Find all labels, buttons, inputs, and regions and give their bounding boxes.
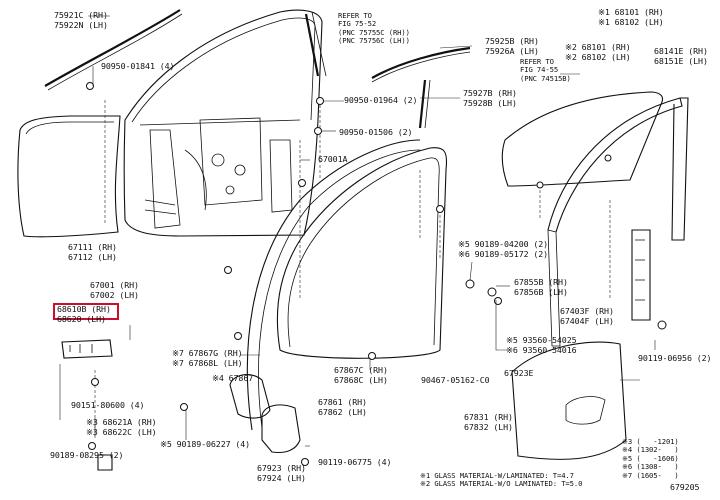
label-75921[interactable]: 75921C (RH) 75922N (LH) — [54, 10, 108, 30]
label-68610[interactable]: 68610B (RH) 68620 (LH) — [57, 304, 111, 324]
label-67001a[interactable]: 67001A — [318, 154, 348, 164]
label-90467[interactable]: 90467-05162-C0 — [421, 375, 490, 385]
label-90950-01841[interactable]: 90950-01841 (4) — [101, 61, 175, 71]
label-67861[interactable]: 67861 (RH) 67862 (LH) — [318, 397, 367, 417]
label-refer-75-52[interactable]: REFER TO FIG 75-52 (PNC 75755C (RH)) (PN… — [338, 11, 410, 46]
label-90950-01964[interactable]: 90950-01964 (2) — [344, 95, 418, 105]
label-68621[interactable]: ※3 68621A (RH) ※3 68622C (LH) — [86, 417, 157, 437]
service-hole-cover — [511, 341, 627, 460]
label-68141[interactable]: 68141E (RH) 68151E (LH) — [654, 46, 708, 66]
label-90950-01506[interactable]: 90950-01506 (2) — [339, 127, 413, 137]
label-67855[interactable]: 67855B (RH) 67856B (LH) — [514, 277, 568, 297]
label-68101-non-laminated[interactable]: ※2 68101 (RH) ※2 68102 (LH) — [565, 42, 631, 62]
label-90119-06956[interactable]: 90119-06956 (2) — [638, 353, 712, 363]
door-weatherstrip — [246, 139, 421, 431]
body-door-opening-weatherstrip — [276, 147, 448, 359]
door-glass — [501, 91, 664, 187]
label-90189-06227[interactable]: ※5 90189-06227 (4) — [160, 439, 251, 449]
label-date-notes: ※3 ( -1201) ※4 (1302- ) ※5 ( -1606) ※6 (… — [622, 437, 679, 480]
door-protector — [261, 404, 301, 454]
label-90189-08295[interactable]: 90189-08295 (2) — [50, 450, 124, 460]
label-75925[interactable]: 75925B (RH) 75926A (LH) — [485, 36, 539, 56]
window-regulator — [631, 229, 651, 321]
label-67001[interactable]: 67001 (RH) 67002 (LH) — [90, 280, 139, 300]
label-90119-06775[interactable]: 90119-06775 (4) — [318, 457, 392, 467]
label-75927[interactable]: 75927B (RH) 75928B (LH) — [463, 88, 517, 108]
label-glass-notes: ※1 GLASS MATERIAL-W/LAMINATED: T=4.7 ※2 … — [420, 471, 583, 489]
label-90151[interactable]: 90151-80600 (4) — [71, 400, 145, 410]
outer-belt-moulding — [44, 9, 181, 87]
label-68101-laminated[interactable]: ※1 68101 (RH) ※1 68102 (LH) — [598, 7, 664, 27]
label-67831[interactable]: 67831 (RH) 67832 (LH) — [464, 412, 513, 432]
label-67867c[interactable]: 67867C (RH) 67868C (LH) — [334, 365, 388, 385]
highlight-box — [53, 303, 119, 320]
glass-run — [547, 97, 683, 233]
label-90189-04200[interactable]: ※5 90189-04200 (2) ※6 90189-05172 (2) — [458, 239, 549, 259]
label-67403[interactable]: 67403F (RH) 67404F (LH) — [560, 306, 614, 326]
label-67923[interactable]: 67923 (RH) 67924 (LH) — [257, 463, 306, 483]
label-67867[interactable]: ※4 67867 — [212, 373, 254, 383]
label-refer-74-55[interactable]: REFER TO FIG 74-55 (PNC 74515B) — [520, 57, 571, 83]
label-67867g[interactable]: ※7 67867G (RH) ※7 67868L (LH) — [172, 348, 243, 368]
sash-strip — [304, 13, 320, 77]
door-check — [97, 454, 113, 471]
outer-door-panel — [17, 115, 121, 238]
label-93560[interactable]: ※5 93560-54025 ※6 93560-54016 — [506, 335, 577, 355]
figure-number: 679205 — [670, 482, 700, 492]
label-67923e[interactable]: 67923E — [504, 368, 534, 378]
door-hinge — [61, 339, 113, 359]
center-pillar-strip — [418, 79, 427, 129]
door-frame — [123, 9, 323, 237]
label-67111[interactable]: 67111 (RH) 67112 (LH) — [68, 242, 117, 262]
roof-side-strip — [371, 46, 471, 79]
